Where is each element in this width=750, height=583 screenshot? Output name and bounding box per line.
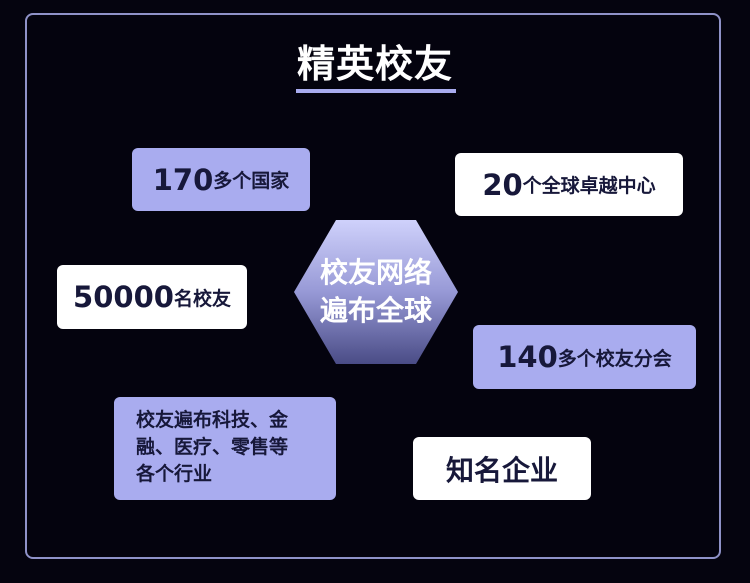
stat-companies: 知名企业 (413, 437, 591, 500)
industries-note: 校友遍布科技、金 融、医疗、零售等 各个行业 (114, 397, 336, 500)
stat-countries-unit: 多个国家 (213, 170, 290, 192)
stat-chapters: 140 多个校友分会 (473, 325, 696, 389)
stat-companies-label: 知名企业 (445, 453, 558, 487)
stat-centers-unit: 个全球卓越中心 (522, 175, 656, 197)
stat-countries: 170 多个国家 (132, 148, 310, 211)
page-title: 精英校友 (296, 42, 453, 86)
industries-line-2: 融、医疗、零售等 (136, 436, 289, 458)
stat-countries-number: 170 (152, 162, 214, 197)
industries-line-3: 各个行业 (136, 463, 213, 485)
stat-alumni: 50000 名校友 (57, 265, 247, 329)
stat-chapters-number: 140 (497, 340, 558, 374)
hexagon-line-2: 遍布全球 (319, 294, 432, 327)
hexagon-line-1: 校友网络 (319, 256, 432, 289)
stat-chapters-unit: 多个校友分会 (557, 347, 672, 370)
stat-centers: 20 个全球卓越中心 (455, 153, 683, 216)
title-underline (296, 89, 456, 93)
stat-alumni-unit: 名校友 (173, 287, 231, 310)
stat-centers-number: 20 (482, 167, 523, 202)
industries-line-1: 校友遍布科技、金 (136, 409, 289, 431)
stat-alumni-number: 50000 (73, 280, 174, 314)
hexagon-label: 校友网络 遍布全球 (292, 218, 460, 366)
hexagon-shape (294, 220, 458, 364)
